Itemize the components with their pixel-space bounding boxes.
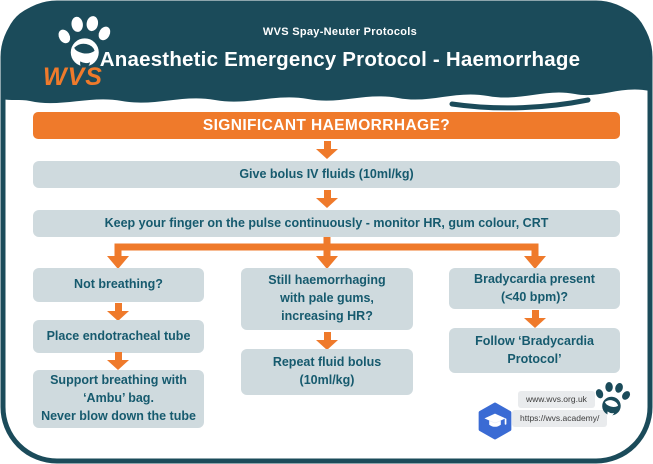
arrowhead-right-icon [524,256,546,269]
arrow-stem [323,141,331,149]
header-subtitle: WVS Spay-Neuter Protocols [262,26,418,38]
node-monitor-pulse: Keep your finger on the pulse continuous… [33,210,620,237]
arrow-head [316,198,338,208]
arrow-down-icon [524,310,546,328]
arrow-stem [114,352,122,360]
node-repeat-fluid-bolus: Repeat fluid bolus (10ml/kg) [241,349,413,395]
arrow-head [524,318,546,328]
arrow-down-icon [316,141,338,159]
arrow-down-icon [107,303,129,321]
arrow-stem [531,310,539,318]
brush-stroke [449,97,591,111]
branch-connector [114,236,539,258]
node-still-haemorrhaging: Still haemorrhaging with pale gums, incr… [241,268,413,330]
arrow-stem [114,303,122,311]
paw-icon [595,381,631,416]
wvs-paw-logo-icon [58,16,111,68]
arrow-head [107,311,129,321]
header-band [3,3,650,104]
wvs-academy-logo-icon [478,402,512,440]
node-follow-bradycardia-protocol: Follow ‘Bradycardia Protocol’ [449,328,620,373]
arrowhead-center-icon [316,256,338,269]
node-bradycardia-present: Bradycardia present (<40 bpm)? [449,268,620,309]
wvs-logo-text: WVS [43,63,103,91]
arrow-stem [323,332,331,340]
arrowhead-left-icon [107,256,129,269]
node-give-bolus: Give bolus IV fluids (10ml/kg) [33,161,620,188]
arrow-down-icon [316,332,338,350]
arrow-head [107,360,129,370]
node-place-et-tube: Place endotracheal tube [33,320,204,353]
academy-link[interactable]: https://wvs.academy/ [512,410,608,427]
arrow-head [316,340,338,350]
node-significant-haemorrhage: SIGNIFICANT HAEMORRHAGE? [33,112,620,139]
node-not-breathing: Not breathing? [33,268,204,302]
arrow-down-icon [107,352,129,370]
node-support-breathing: Support breathing with ‘Ambu’ bag. Never… [33,370,204,428]
arrow-stem [323,190,331,198]
arrow-down-icon [316,190,338,208]
arrow-head [316,149,338,159]
website-link[interactable]: www.wvs.org.uk [518,391,595,408]
page-title: Anaesthetic Emergency Protocol - Haemorr… [99,48,581,71]
